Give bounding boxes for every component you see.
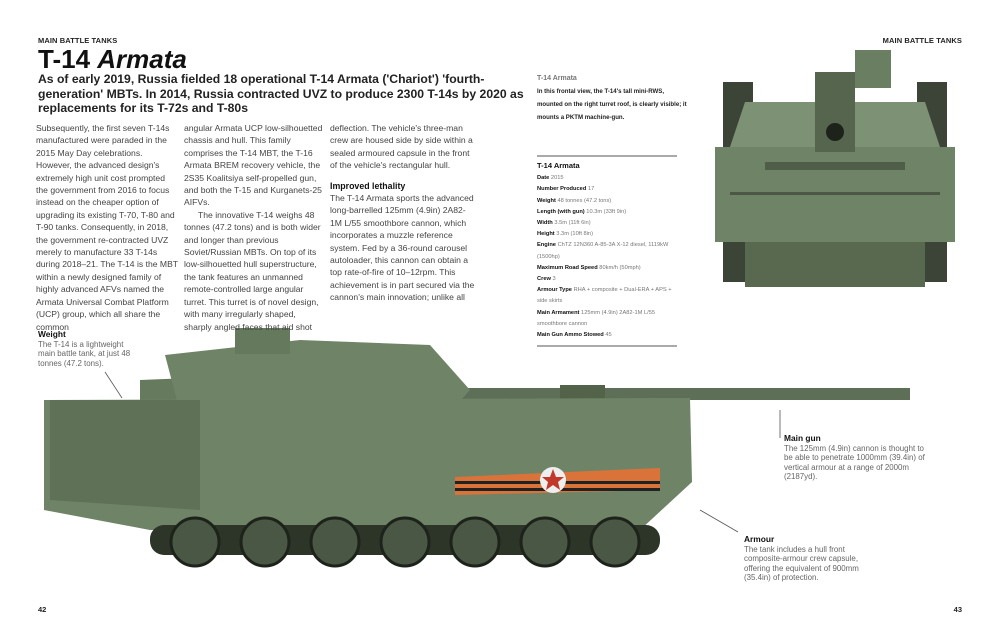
annotation-text: The tank includes a hull front composite… (744, 544, 859, 583)
spec-value: 48 tonnes (47.2 tons) (557, 197, 612, 204)
weight-leader-line (104, 371, 123, 399)
rws-mount (855, 50, 891, 88)
spec-label: Engine (537, 242, 556, 249)
caption-text: In this frontal view, the T-14's tall mi… (537, 88, 687, 121)
road-wheel (239, 516, 291, 568)
spec-value: 17 (587, 186, 595, 193)
rws-mount (235, 328, 290, 354)
page-number-left: 42 (38, 605, 47, 614)
spec-value: 2015 (550, 175, 564, 182)
spec-value: 80km/h (50mph) (599, 264, 641, 271)
spec-label: Date (537, 175, 550, 182)
hull (44, 398, 692, 530)
spec-row: Main Armament 125mm (4.9in) 2A82-1M L/55… (537, 308, 677, 330)
spec-row: Maximum Road Speed 80km/h (50mph) (537, 263, 677, 274)
deck-text: As of early 2019, Russia fielded 18 oper… (38, 72, 524, 115)
fume-extractor (560, 385, 605, 402)
spec-row: Engine ChTZ 12N360 A-85-3A X-12 diesel, … (537, 240, 677, 262)
spec-label: Length (with gun) (537, 208, 585, 215)
section-heading: Improved lethality (330, 180, 406, 191)
spec-value: 10.3m (33ft 9in) (586, 208, 627, 215)
spec-row: Length (with gun) 10.3m (33ft 9in) (537, 207, 677, 218)
gun-muzzle (826, 123, 844, 141)
road-wheel (309, 516, 361, 568)
turret (165, 340, 470, 412)
annotation-text: The T-14 is a lightweight main battle ta… (38, 339, 131, 368)
road-wheel (589, 516, 641, 568)
spec-row: Height 3.3m (10ft 8in) (537, 229, 677, 240)
spec-label: Weight (537, 197, 556, 204)
spec-value: 3.3m (10ft 8in) (556, 231, 593, 238)
spec-label: Number Produced (537, 186, 587, 193)
annotation-text: The 125mm (4.9in) cannon is thought to b… (784, 443, 925, 482)
spec-value: 3 (552, 276, 556, 283)
body-column-2: angular Armata UCP low-silhouetted chass… (184, 122, 324, 333)
tank-front-view-illustration (715, 50, 955, 287)
spec-value: ChTZ 12N360 A-85-3A X-12 diesel, 1119kW … (537, 242, 669, 260)
annotation-main-gun: Main gun The 125mm (4.9in) cannon is tho… (784, 433, 934, 482)
body-paragraph: The innovative T-14 weighs 48 tonnes (47… (184, 209, 321, 332)
road-wheel (519, 516, 571, 568)
armour-leader-line (699, 509, 739, 533)
spec-row: Crew 3 (537, 274, 677, 285)
annotation-title: Main gun (784, 433, 821, 443)
spec-value: 3.5m (11ft 6in) (554, 220, 591, 227)
spec-label: Main Armament (537, 309, 580, 316)
annotation-title: Armour (744, 534, 775, 544)
spec-label: Maximum Road Speed (537, 264, 598, 271)
spec-title: T-14 Armata (537, 161, 580, 170)
title-italic: Armata (97, 44, 187, 74)
spec-label: Crew (537, 276, 551, 283)
body-column-3: deflection. The vehicle's three-man crew… (330, 122, 476, 304)
tank-side-view-illustration (44, 328, 910, 568)
slat-armour (50, 400, 200, 510)
spec-value: 45 (605, 332, 612, 339)
road-wheel (449, 516, 501, 568)
spec-row: Width 3.5m (11ft 6in) (537, 218, 677, 229)
annotation-title: Weight (38, 329, 66, 339)
spec-row: Weight 48 tonnes (47.2 tons) (537, 196, 677, 207)
hull-detail (765, 162, 905, 170)
spec-label: Main Gun Ammo Stowed (537, 332, 604, 339)
body-paragraph: The T-14 Armata sports the advanced long… (330, 193, 475, 303)
page-number-right: 43 (953, 605, 962, 614)
spec-value: RHA + composite + Dual-ERA + APS + side … (537, 287, 672, 305)
body-column-1: Subsequently, the first seven T-14s manu… (36, 122, 178, 333)
image-caption: T-14 Armata In this frontal view, the T-… (537, 72, 687, 124)
road-wheel (379, 516, 431, 568)
spec-row: Number Produced 17 (537, 184, 677, 195)
lower-hull (745, 242, 925, 287)
caption-title: T-14 Armata (537, 75, 577, 82)
hull-detail (730, 192, 940, 195)
running-head-right: MAIN BATTLE TANKS (882, 36, 962, 45)
annotation-weight: Weight The T-14 is a lightweight main ba… (38, 329, 138, 368)
body-paragraph: Subsequently, the first seven T-14s manu… (36, 123, 178, 332)
title-plain: T-14 (38, 44, 98, 74)
spec-label: Width (537, 220, 553, 227)
page-title: T-14 Armata (38, 44, 187, 75)
spec-label: Height (537, 231, 555, 238)
body-paragraph: deflection. The vehicle's three-man crew… (330, 123, 473, 171)
spec-label: Armour Type (537, 287, 572, 294)
body-paragraph: angular Armata UCP low-silhouetted chass… (184, 123, 323, 208)
red-star-icon (542, 469, 564, 490)
running-head-left: MAIN BATTLE TANKS (38, 36, 118, 45)
spec-row: Main Gun Ammo Stowed 45 (537, 330, 677, 341)
spec-row: Date 2015 (537, 173, 677, 184)
annotation-armour: Armour The tank includes a hull front co… (744, 534, 864, 583)
road-wheel (169, 516, 221, 568)
spec-value: 125mm (4.9in) 2A82-1M L/55 smoothbore ca… (537, 309, 656, 327)
main-gun-barrel (440, 388, 910, 400)
spec-row: Armour Type RHA + composite + Dual-ERA +… (537, 285, 677, 307)
